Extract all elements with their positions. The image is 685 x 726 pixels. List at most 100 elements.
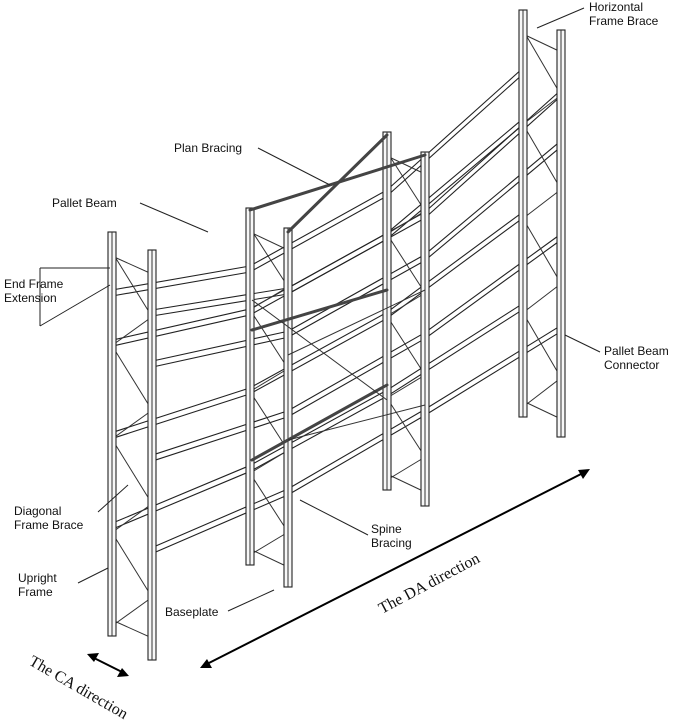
pallet-beam-front xyxy=(151,410,289,456)
frame-2-diagonal xyxy=(249,227,289,288)
label-horizontal-frame-brace-2: Frame Brace xyxy=(589,14,659,28)
frame-2-horizontal xyxy=(249,231,289,251)
pallet-beam-back xyxy=(111,470,251,530)
pallet-beam-front xyxy=(287,332,426,412)
pallet-beam-front xyxy=(287,408,426,490)
pallet-beam-front xyxy=(424,89,562,213)
leader-horizontal-frame-brace xyxy=(536,7,585,29)
frame-4-diagonal xyxy=(522,377,562,408)
pallet-beam-front xyxy=(151,287,289,311)
pallet-beam-back xyxy=(386,118,524,234)
frame-3-horizontal xyxy=(386,155,426,175)
label-baseplate: Baseplate xyxy=(165,605,219,619)
pallet-beam-back xyxy=(386,73,524,197)
frame-4-diagonal xyxy=(522,188,562,219)
frame-1-diagonal xyxy=(111,503,153,533)
frame-1-diagonal xyxy=(111,409,153,440)
frame-3-diagonal xyxy=(386,210,426,235)
frame-3-diagonal xyxy=(386,315,426,376)
frame-3-diagonal xyxy=(386,151,426,212)
frame-2-diagonal xyxy=(249,449,289,474)
pallet-beam-back xyxy=(249,311,388,389)
frame-2-diagonal xyxy=(249,531,289,556)
label-plan-bracing: Plan Bracing xyxy=(174,141,242,155)
pallet-beam-front xyxy=(151,293,289,317)
pallet-beam-front xyxy=(424,146,562,261)
ca-direction-arrow xyxy=(91,656,125,674)
pallet-beam-front xyxy=(424,233,562,334)
spine-bracing xyxy=(250,288,389,332)
frame-4-diagonal xyxy=(522,29,562,96)
pallet-beam-back xyxy=(386,217,524,319)
frame-3-diagonal xyxy=(386,292,426,317)
frame-1-horizontal xyxy=(111,255,153,275)
pallet-beam-front xyxy=(151,330,289,362)
pallet-beam-back xyxy=(249,189,388,267)
label-spine-bracing-1: Spine xyxy=(371,522,402,536)
frame-1-diagonal xyxy=(111,532,153,598)
label-spine-bracing-2: Bracing xyxy=(371,536,412,550)
label-diagonal-frame-brace-2: Frame Brace xyxy=(14,518,84,532)
frame-3-diagonal xyxy=(386,233,426,294)
label-pallet-beam-connector-2: Connector xyxy=(604,358,659,372)
frame-2-diagonal xyxy=(249,368,289,392)
pallet-beam-back xyxy=(249,317,388,395)
frame-1-diagonal xyxy=(111,345,153,411)
pallet-beam-front xyxy=(151,336,289,368)
frame-3-diagonal xyxy=(386,397,426,458)
label-upright-frame-2: Frame xyxy=(18,585,53,599)
pallet-beam-front xyxy=(287,253,426,332)
frame-4-horizontal xyxy=(522,400,562,420)
rack-structure xyxy=(39,7,601,677)
da-arrowhead-left xyxy=(200,659,212,668)
label-pallet-beam-connector-1: Pallet Beam xyxy=(604,344,669,358)
pallet-beam-back xyxy=(111,265,251,291)
frame-4-horizontal xyxy=(522,33,562,53)
label-end-frame-extension-2: Extension xyxy=(4,291,57,305)
leader-plan-bracing xyxy=(257,147,331,186)
pallet-beam-back xyxy=(249,238,388,316)
pallet-beam-front xyxy=(151,488,289,549)
pallet-beam-back xyxy=(249,389,388,466)
label-da-direction: The DA direction xyxy=(376,550,483,618)
pallet-beam-front xyxy=(424,239,562,340)
pallet-beam-back xyxy=(249,195,388,273)
frame-2-diagonal xyxy=(249,309,289,369)
pallet-beam-back xyxy=(249,395,388,472)
pallet-beam-back xyxy=(111,387,251,434)
ca-arrowhead-right xyxy=(117,668,129,677)
frame-1-diagonal xyxy=(111,596,153,627)
frame-1-diagonal xyxy=(111,316,153,346)
label-horizontal-frame-brace-1: Horizontal xyxy=(589,0,643,14)
spine-bracing xyxy=(251,299,388,401)
label-ca-direction: The CA direction xyxy=(26,653,131,723)
leader-diagonal-frame-brace xyxy=(97,484,129,513)
leader-baseplate xyxy=(227,589,275,612)
pallet-beam-back xyxy=(386,302,524,391)
spine-bracing xyxy=(250,383,389,462)
label-upright-frame-1: Upright xyxy=(18,571,57,585)
pallet-beam-back xyxy=(386,308,524,397)
pallet-beam-front xyxy=(424,95,562,219)
frame-1-horizontal xyxy=(111,619,153,639)
da-arrowhead-right xyxy=(578,469,590,479)
leader-pallet-beam-connector xyxy=(564,334,601,353)
pallet-beam-front xyxy=(151,416,289,462)
pallet-beam-front xyxy=(424,324,562,410)
pallet-beam-front xyxy=(151,494,289,555)
frame-3-horizontal xyxy=(386,473,426,493)
pallet-beam-front xyxy=(287,414,426,496)
label-pallet-beam: Pallet Beam xyxy=(52,196,117,210)
pallet-beam-back xyxy=(111,271,251,297)
frame-4-diagonal xyxy=(522,312,562,379)
frame-2-horizontal xyxy=(249,548,289,568)
pallet-beam-front xyxy=(424,140,562,255)
frame-2-diagonal xyxy=(249,391,289,451)
frame-4-diagonal xyxy=(522,218,562,284)
spine-bracing xyxy=(287,404,426,441)
frame-2-diagonal xyxy=(249,472,289,533)
leader-pallet-beam xyxy=(139,202,209,233)
frame-4-diagonal xyxy=(522,94,562,125)
leader-end-frame-extension-bottom xyxy=(39,284,111,327)
